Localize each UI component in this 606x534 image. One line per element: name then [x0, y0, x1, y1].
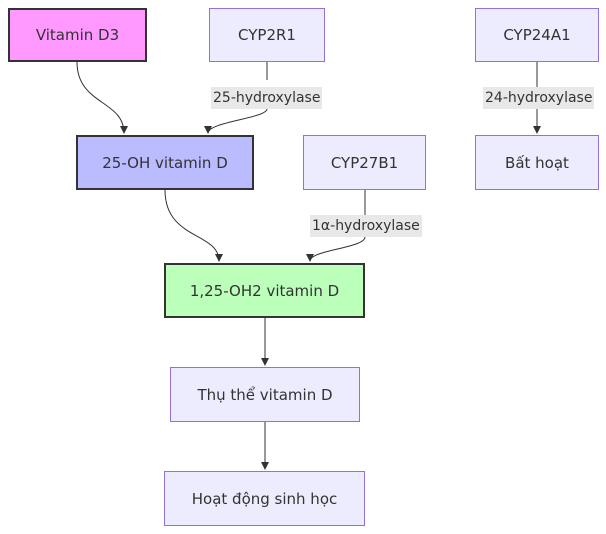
edge-vitamind3-to-25oh: [76, 61, 128, 134]
node-bat-hoat-label: Bất hoạt: [505, 153, 569, 172]
node-cyp24a1-label: CYP24A1: [503, 26, 571, 44]
node-hoat-dong-sinh-hoc-label: Hoạt động sinh học: [191, 489, 338, 508]
edge-cyp2r1-to-25oh-lower: [204, 108, 268, 134]
node-125oh2-vitamin-d-label: 1,25-OH2 vitamin D: [189, 281, 340, 300]
node-cyp24a1: CYP24A1: [475, 8, 599, 62]
edge-25oh-to-125: [164, 189, 223, 262]
node-25oh-vitamin-d: 25-OH vitamin D: [76, 135, 254, 190]
node-vitamin-d3-label: Vitamin D3: [35, 26, 120, 44]
node-cyp27b1-label: CYP27B1: [330, 153, 399, 172]
node-cyp2r1-label: CYP2R1: [238, 26, 296, 44]
node-hoat-dong-sinh-hoc: Hoạt động sinh học: [164, 471, 365, 526]
node-bat-hoat: Bất hoạt: [475, 135, 599, 190]
node-cyp27b1: CYP27B1: [303, 135, 426, 190]
node-cyp2r1: CYP2R1: [209, 8, 325, 62]
edge-label-1a-hydroxylase: 1α-hydroxylase: [310, 215, 422, 237]
edge-cyp27b1-to-125-lower: [306, 236, 366, 262]
node-thu-the-vitamin-d-label: Thụ thể vitamin D: [197, 385, 333, 404]
edge-label-25-hydroxylase: 25-hydroxylase: [211, 87, 323, 109]
node-vitamin-d3: Vitamin D3: [8, 8, 147, 62]
node-thu-the-vitamin-d: Thụ thể vitamin D: [170, 367, 360, 422]
node-25oh-vitamin-d-label: 25-OH vitamin D: [102, 153, 228, 172]
edge-label-24-hydroxylase: 24-hydroxylase: [483, 87, 595, 109]
node-125oh2-vitamin-d: 1,25-OH2 vitamin D: [164, 263, 365, 318]
